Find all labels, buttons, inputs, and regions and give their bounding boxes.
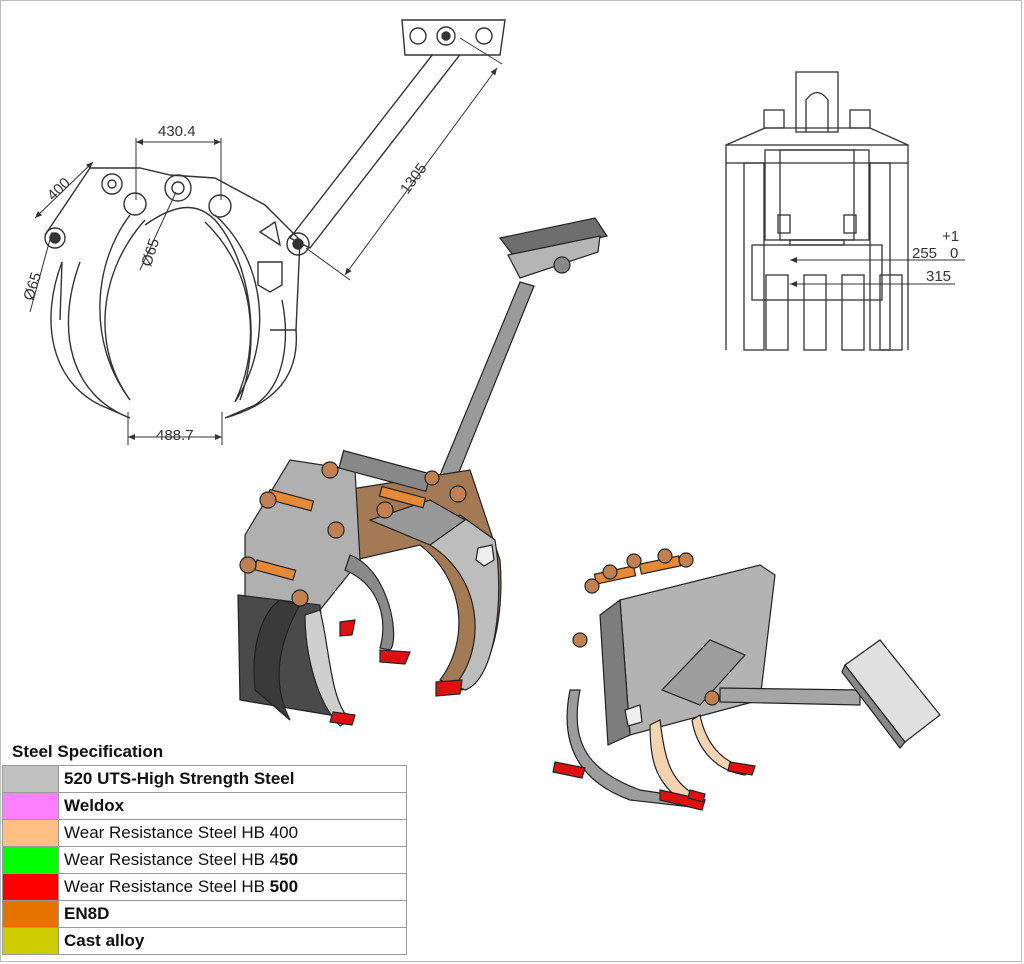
spec-label: EN8D (58, 900, 407, 928)
spec-label: 520 UTS-High Strength Steel (58, 765, 407, 793)
side-view (44, 19, 506, 419)
spec-label-pre: Wear Resistance Steel HB (64, 877, 270, 896)
dimension-lines (29, 37, 503, 445)
spec-row-cast-alloy: Cast alloy (2, 927, 407, 955)
spec-row-weldox: Weldox (2, 792, 407, 820)
spec-label-post: 50 (279, 850, 299, 869)
color-swatch (2, 792, 59, 820)
front-dimension-lines (790, 257, 965, 287)
spec-label: Wear Resistance Steel HB 500 (58, 873, 407, 901)
spec-row-hb450: Wear Resistance Steel HB 450 (2, 846, 407, 874)
spec-label: Weldox (58, 792, 407, 820)
grapple-render-rear (552, 548, 941, 811)
spec-row-hb500: Wear Resistance Steel HB 500 (2, 873, 407, 901)
dim-tolerance-value: 255 (912, 245, 937, 262)
spec-label-post: 500 (269, 877, 299, 896)
spec-row-hb400: Wear Resistance Steel HB 400 (2, 819, 407, 847)
front-view (725, 71, 909, 351)
dim-pin-center: Ø65 (138, 236, 163, 268)
steel-specification-title: Steel Specification (12, 742, 164, 761)
grapple-render-front (237, 217, 608, 727)
dim-pin-left: Ø65 (20, 270, 45, 302)
spec-label: Wear Resistance Steel HB 450 (58, 846, 407, 874)
dim-overall-width: 315 (926, 268, 951, 285)
steel-specification-table: 520 UTS-High Strength Steel Weldox Wear … (2, 765, 407, 955)
color-swatch (2, 846, 59, 874)
color-swatch (2, 900, 59, 928)
spec-label: Wear Resistance Steel HB 400 (58, 819, 407, 847)
color-swatch (2, 765, 59, 793)
dim-tolerance-zero: 0 (950, 245, 958, 262)
dim-width-top: 430.4 (158, 123, 196, 140)
spec-label: Cast alloy (58, 927, 407, 955)
dim-tip-width: 488.7 (156, 427, 194, 444)
color-swatch (2, 819, 59, 847)
spec-label-pre: Wear Resistance Steel HB 4 (64, 850, 280, 869)
spec-row-uts: 520 UTS-High Strength Steel (2, 765, 407, 793)
color-swatch (2, 927, 59, 955)
dim-tolerance-plus: +1 (942, 228, 959, 245)
color-swatch (2, 873, 59, 901)
spec-row-en8d: EN8D (2, 900, 407, 928)
